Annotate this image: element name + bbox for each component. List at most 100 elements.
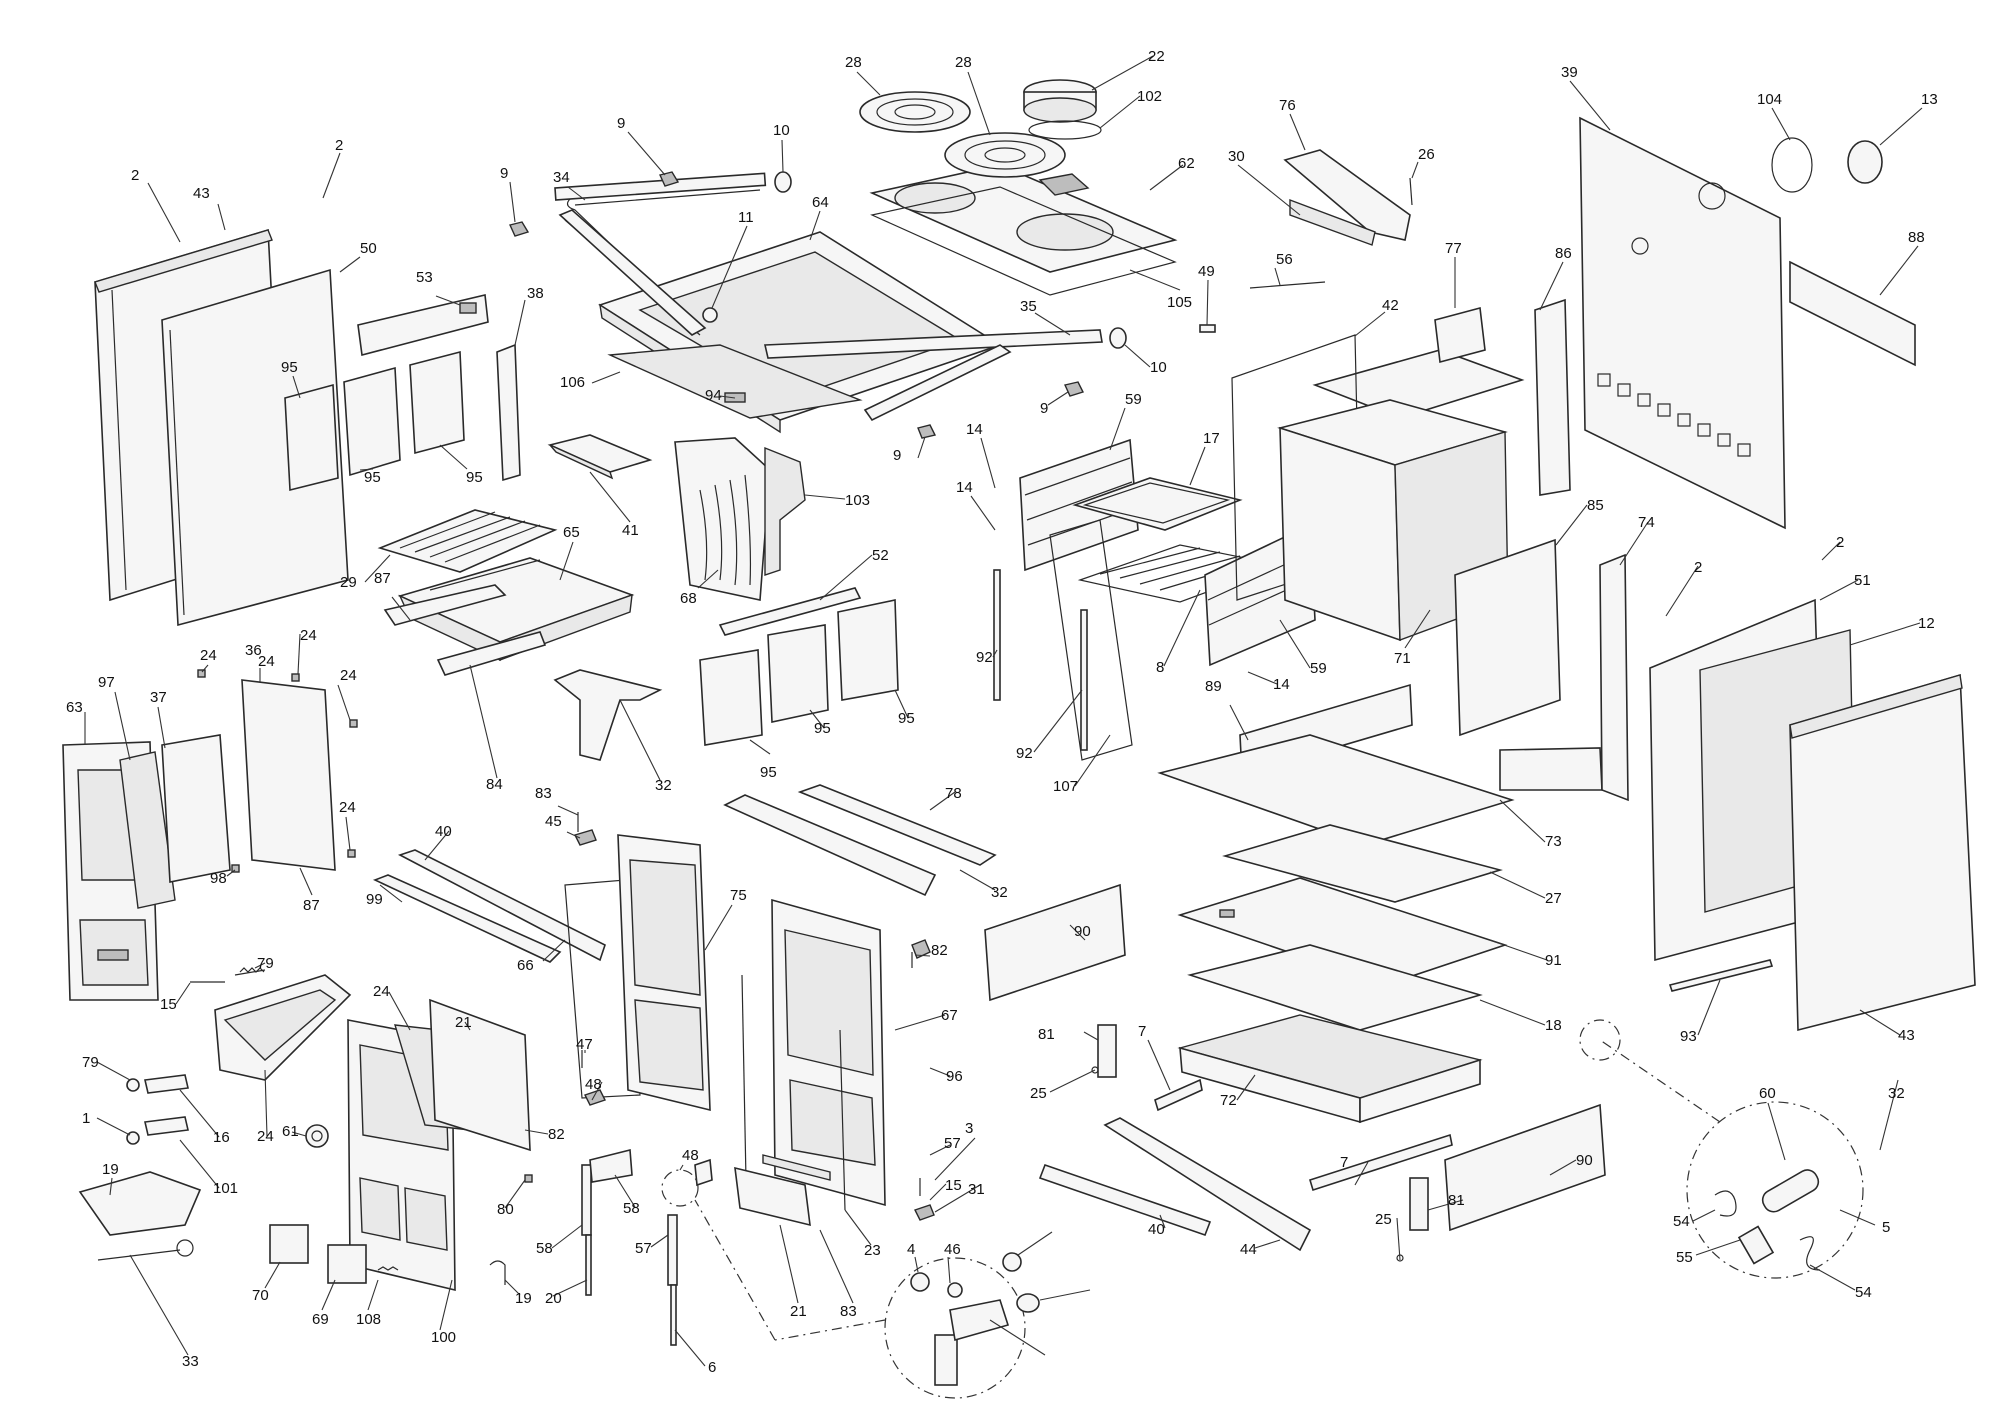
knobs-15 bbox=[126, 1078, 140, 1145]
callout-c99: 98 bbox=[210, 870, 227, 887]
callout-c39: 42 bbox=[1382, 297, 1399, 314]
panel-90-center bbox=[984, 883, 1126, 1002]
hinge-81-right bbox=[1409, 1177, 1429, 1231]
callout-c20: 62 bbox=[1178, 155, 1195, 172]
pins-32-21 bbox=[577, 812, 921, 1196]
callout-c134: 57 bbox=[635, 1240, 652, 1257]
knob-10-top bbox=[774, 171, 792, 193]
callout-c118: 15 bbox=[160, 996, 177, 1013]
hinge-80 bbox=[694, 1158, 713, 1187]
callout-c22: 35 bbox=[1020, 298, 1037, 315]
handle-20 bbox=[78, 1171, 202, 1236]
callout-c24: 106 bbox=[560, 374, 585, 391]
gasket-104 bbox=[1771, 137, 1813, 193]
callout-c101: 87 bbox=[374, 570, 391, 587]
door-67 bbox=[771, 898, 886, 1207]
plate-106 bbox=[607, 344, 863, 419]
callout-c81: 44 bbox=[1240, 1241, 1257, 1258]
callout-c9: 95 bbox=[466, 469, 483, 486]
callout-c140: 70 bbox=[252, 1287, 269, 1304]
callout-c11: 9 bbox=[500, 165, 508, 182]
callout-c70: 18 bbox=[1545, 1017, 1562, 1034]
callout-c127: 82 bbox=[548, 1126, 565, 1143]
callout-c88: 54 bbox=[1855, 1284, 1872, 1301]
callout-c61: 107 bbox=[1053, 778, 1078, 795]
callout-c139: 33 bbox=[182, 1353, 199, 1370]
parts-layer bbox=[62, 79, 1976, 1399]
callout-c29: 103 bbox=[845, 492, 870, 509]
callout-c14: 11 bbox=[738, 209, 754, 226]
callout-c136: 6 bbox=[708, 1359, 716, 1376]
panel-85 bbox=[1454, 538, 1561, 737]
callout-c107: 99 bbox=[366, 891, 383, 908]
callout-c141: 69 bbox=[312, 1311, 329, 1328]
glass-61 bbox=[429, 998, 531, 1152]
callout-c77: 81 bbox=[1448, 1192, 1465, 1209]
hinge-81-center bbox=[1097, 1024, 1117, 1078]
rail-75 bbox=[797, 784, 997, 866]
rail-88 bbox=[1789, 260, 1916, 367]
callout-c4: 50 bbox=[360, 240, 377, 257]
callout-c78: 25 bbox=[1030, 1085, 1047, 1102]
callout-c96: 24 bbox=[300, 627, 317, 644]
callout-c106: 40 bbox=[435, 823, 452, 840]
cover-13 bbox=[1847, 140, 1883, 184]
callout-c21: 105 bbox=[1167, 294, 1192, 311]
glass-69 bbox=[734, 1166, 811, 1227]
callout-c68: 27 bbox=[1545, 890, 1562, 907]
ring-28-left bbox=[859, 91, 971, 133]
callout-c143: 100 bbox=[431, 1329, 456, 1346]
callout-c130: 48 bbox=[585, 1076, 602, 1093]
firebricks-center bbox=[699, 599, 899, 746]
callout-c15: 64 bbox=[812, 194, 829, 211]
callout-c51: 2 bbox=[1694, 559, 1702, 576]
grate-29 bbox=[377, 509, 558, 573]
glass-108 bbox=[762, 1154, 831, 1181]
detail-circle-hinge bbox=[661, 1169, 1040, 1399]
callout-c73: 7 bbox=[1340, 1154, 1348, 1171]
drawer-72 bbox=[1177, 1014, 1483, 1124]
callout-c13: 10 bbox=[773, 122, 790, 139]
callout-c122: 101 bbox=[213, 1180, 238, 1197]
callout-c95: 36 bbox=[245, 642, 262, 659]
callout-c85: 32 bbox=[1888, 1085, 1905, 1102]
callout-c65: 95 bbox=[760, 764, 777, 781]
callout-c110: 78 bbox=[945, 785, 962, 802]
callout-c33: 76 bbox=[1279, 97, 1296, 114]
callout-c86: 54 bbox=[1673, 1213, 1690, 1230]
callout-c80: 40 bbox=[1148, 1221, 1165, 1238]
hotplate-62 bbox=[869, 164, 1178, 273]
callout-c50: 74 bbox=[1638, 514, 1655, 531]
callout-c76: 81 bbox=[1038, 1026, 1055, 1043]
firebox-back-68 bbox=[674, 437, 771, 601]
callout-c23: 10 bbox=[1150, 359, 1167, 376]
callout-c117: 79 bbox=[257, 955, 274, 972]
ash-box-16 bbox=[214, 974, 352, 1081]
callout-c133: 58 bbox=[536, 1240, 553, 1257]
callout-c37: 56 bbox=[1276, 251, 1293, 268]
right-panel-43 bbox=[1789, 673, 1976, 1032]
callout-c55: 71 bbox=[1394, 650, 1411, 667]
plate-27 bbox=[1222, 824, 1503, 903]
panel-74 bbox=[1499, 553, 1629, 802]
callout-c104: 83 bbox=[535, 785, 552, 802]
dial-1 bbox=[305, 1124, 329, 1148]
callout-c145: 83 bbox=[840, 1303, 857, 1320]
callout-c102: 84 bbox=[486, 776, 503, 793]
callout-c128: 80 bbox=[497, 1201, 514, 1218]
tray-17 bbox=[1072, 477, 1243, 531]
callout-c35: 26 bbox=[1418, 146, 1435, 163]
callout-c30: 29 bbox=[340, 574, 357, 591]
callout-c87: 55 bbox=[1676, 1249, 1693, 1266]
callout-c93: 24 bbox=[200, 647, 217, 664]
callout-c97: 24 bbox=[340, 667, 357, 684]
ring-28-right bbox=[944, 132, 1066, 178]
callout-c25: 94 bbox=[705, 387, 722, 404]
callout-c27: 9 bbox=[893, 447, 901, 464]
callout-c108: 66 bbox=[517, 957, 534, 974]
plates-79 bbox=[144, 1074, 189, 1136]
callout-c100: 87 bbox=[303, 897, 320, 914]
frame-99 bbox=[564, 879, 641, 1099]
callout-c57: 59 bbox=[1310, 660, 1327, 677]
bracket-77 bbox=[1434, 306, 1486, 364]
